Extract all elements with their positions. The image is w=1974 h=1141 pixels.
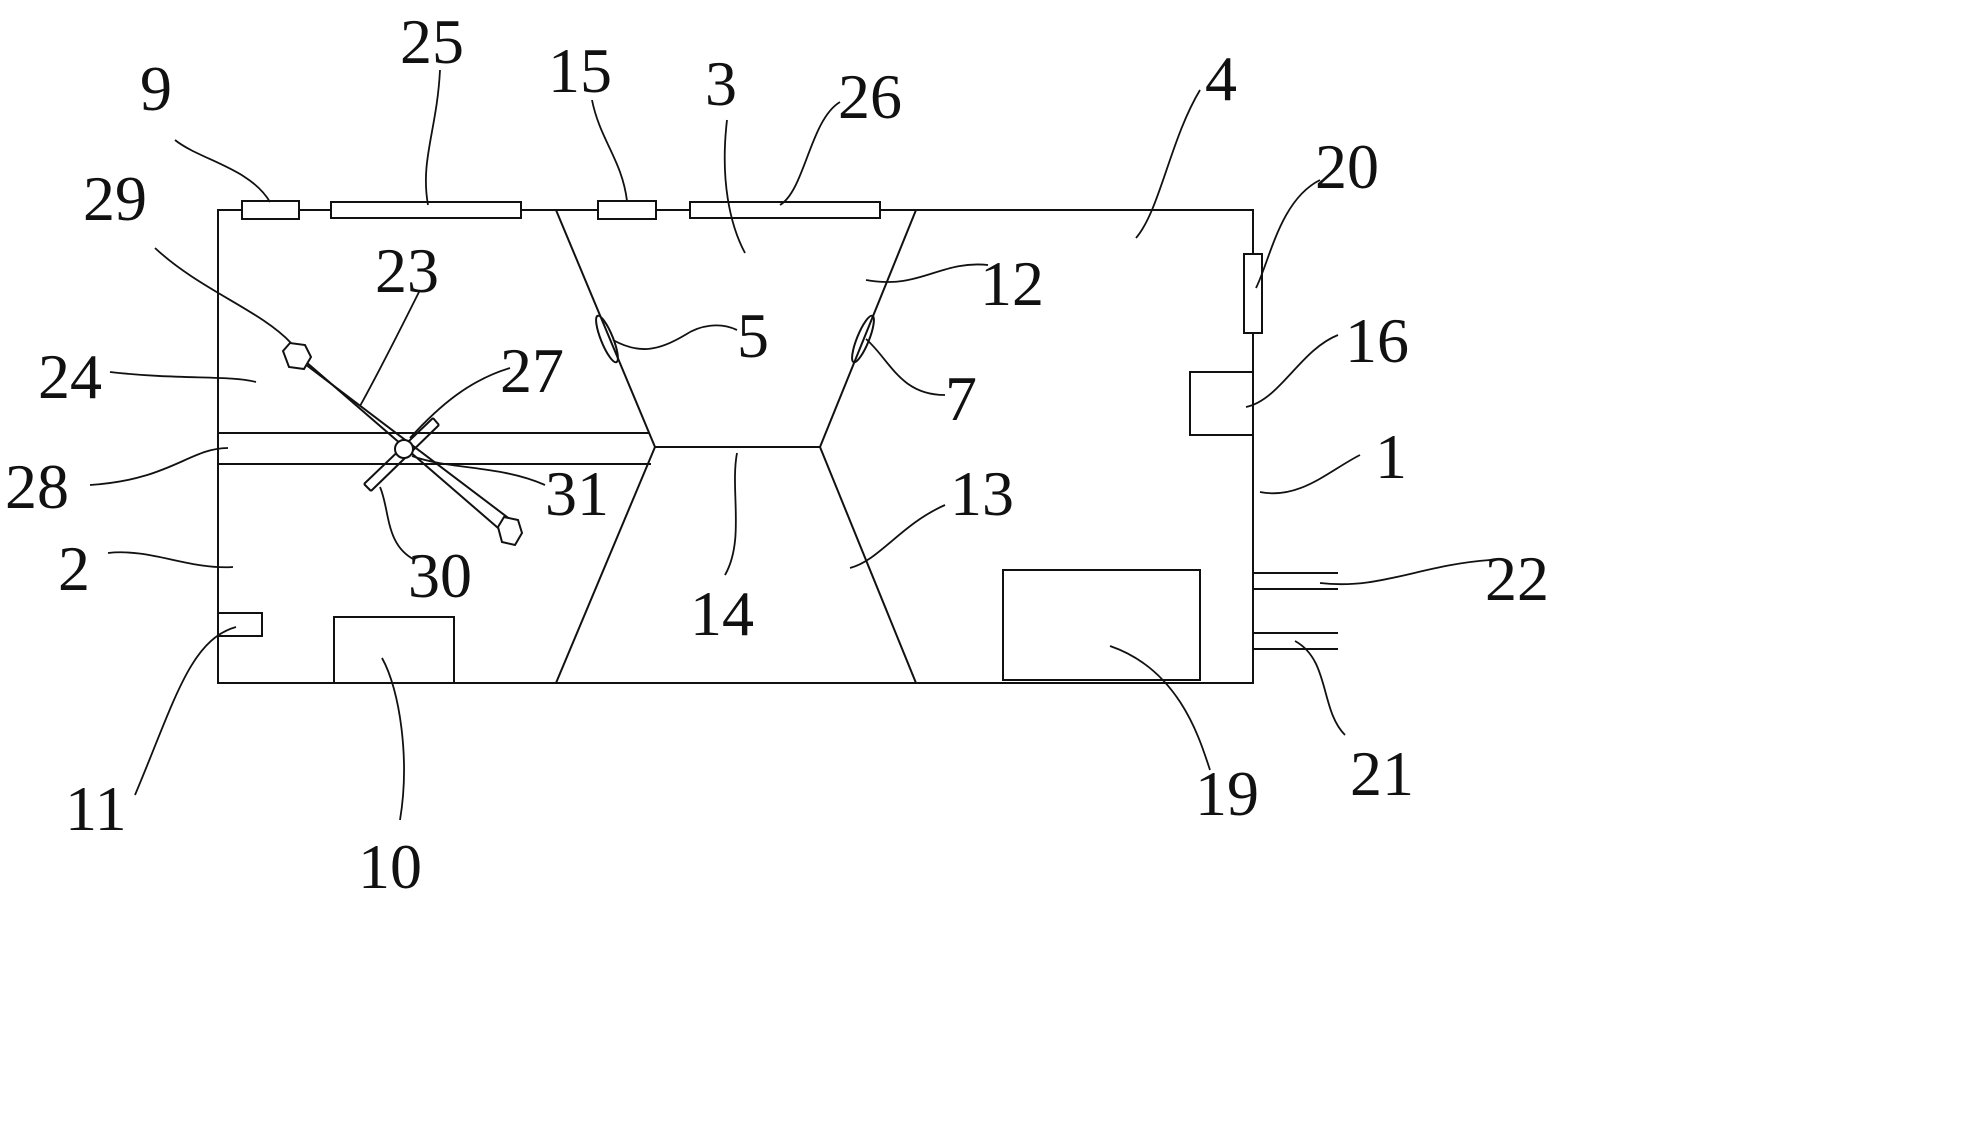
component-20 bbox=[1243, 253, 1263, 334]
label-24: 24 bbox=[38, 341, 102, 412]
leader-9 bbox=[174, 139, 271, 203]
leader-25 bbox=[425, 69, 441, 206]
cross-bar-end-b bbox=[432, 417, 440, 426]
label-9: 9 bbox=[140, 53, 172, 124]
leader-20 bbox=[1255, 179, 1321, 289]
arm-end-cap-29 bbox=[281, 341, 313, 371]
leader-26 bbox=[779, 101, 841, 206]
label-19: 19 bbox=[1195, 758, 1259, 829]
leader-22 bbox=[1319, 559, 1491, 586]
pivot-31 bbox=[394, 439, 414, 459]
right-lower-partition bbox=[819, 446, 917, 684]
right-upper-partition bbox=[819, 209, 917, 448]
reference-numerals: 9 25 15 3 26 4 20 16 1 22 21 19 12 7 5 1… bbox=[5, 6, 1549, 898]
component-15 bbox=[597, 200, 657, 220]
component-10 bbox=[333, 616, 455, 684]
label-20: 20 bbox=[1315, 131, 1379, 202]
label-11: 11 bbox=[65, 773, 127, 844]
label-3: 3 bbox=[705, 48, 737, 119]
cross-bar-end-a bbox=[363, 483, 372, 492]
label-7: 7 bbox=[945, 363, 977, 434]
leader-15 bbox=[591, 99, 628, 202]
label-13: 13 bbox=[950, 458, 1014, 529]
leader-3 bbox=[723, 119, 746, 254]
label-15: 15 bbox=[548, 35, 612, 106]
component-26 bbox=[689, 201, 881, 219]
label-23: 23 bbox=[375, 235, 439, 306]
label-31: 31 bbox=[545, 458, 609, 529]
label-25: 25 bbox=[400, 6, 464, 77]
label-2: 2 bbox=[58, 533, 90, 604]
label-12: 12 bbox=[980, 248, 1044, 319]
component-9 bbox=[241, 200, 300, 220]
leader-12 bbox=[865, 263, 989, 283]
leader-29 bbox=[154, 247, 292, 344]
leader-4 bbox=[1135, 89, 1201, 239]
label-29: 29 bbox=[83, 163, 147, 234]
label-21: 21 bbox=[1350, 738, 1414, 809]
left-upper-partition bbox=[555, 209, 656, 448]
windows bbox=[595, 314, 875, 364]
leader-5 bbox=[612, 324, 738, 350]
leader-31 bbox=[411, 455, 546, 486]
arm-end-cap-lower bbox=[496, 515, 524, 547]
patent-diagram: 9 25 15 3 26 4 20 16 1 22 21 19 12 7 5 1… bbox=[5, 6, 1549, 898]
leader-13 bbox=[849, 504, 946, 569]
label-1: 1 bbox=[1375, 421, 1407, 492]
label-28: 28 bbox=[5, 451, 69, 522]
leader-2 bbox=[107, 551, 234, 569]
leader-19 bbox=[1109, 645, 1211, 771]
leader-10 bbox=[381, 657, 405, 821]
side-components bbox=[217, 253, 1338, 684]
window-5 bbox=[595, 314, 619, 364]
label-4: 4 bbox=[1205, 43, 1237, 114]
component-19 bbox=[1002, 569, 1201, 681]
leader-23 bbox=[359, 289, 421, 407]
leader-lines bbox=[89, 69, 1491, 821]
label-14: 14 bbox=[690, 578, 754, 649]
label-30: 30 bbox=[408, 540, 472, 611]
top-components bbox=[241, 200, 881, 220]
leader-7 bbox=[865, 338, 946, 396]
component-25 bbox=[330, 201, 522, 219]
label-5: 5 bbox=[737, 300, 769, 371]
leader-1 bbox=[1259, 454, 1361, 495]
leader-24 bbox=[109, 371, 257, 383]
label-26: 26 bbox=[838, 61, 902, 132]
component-16 bbox=[1189, 371, 1254, 436]
leader-30 bbox=[379, 486, 416, 561]
label-16: 16 bbox=[1345, 305, 1409, 376]
label-22: 22 bbox=[1485, 543, 1549, 614]
leader-16 bbox=[1245, 334, 1339, 408]
leader-21 bbox=[1294, 640, 1346, 736]
leader-27 bbox=[409, 367, 511, 439]
left-lower-partition bbox=[555, 446, 656, 684]
rotating-arm bbox=[281, 341, 524, 547]
label-10: 10 bbox=[358, 831, 422, 898]
leader-28 bbox=[89, 447, 229, 486]
label-27: 27 bbox=[500, 335, 564, 406]
leader-14 bbox=[724, 452, 738, 576]
leader-11 bbox=[134, 626, 237, 796]
